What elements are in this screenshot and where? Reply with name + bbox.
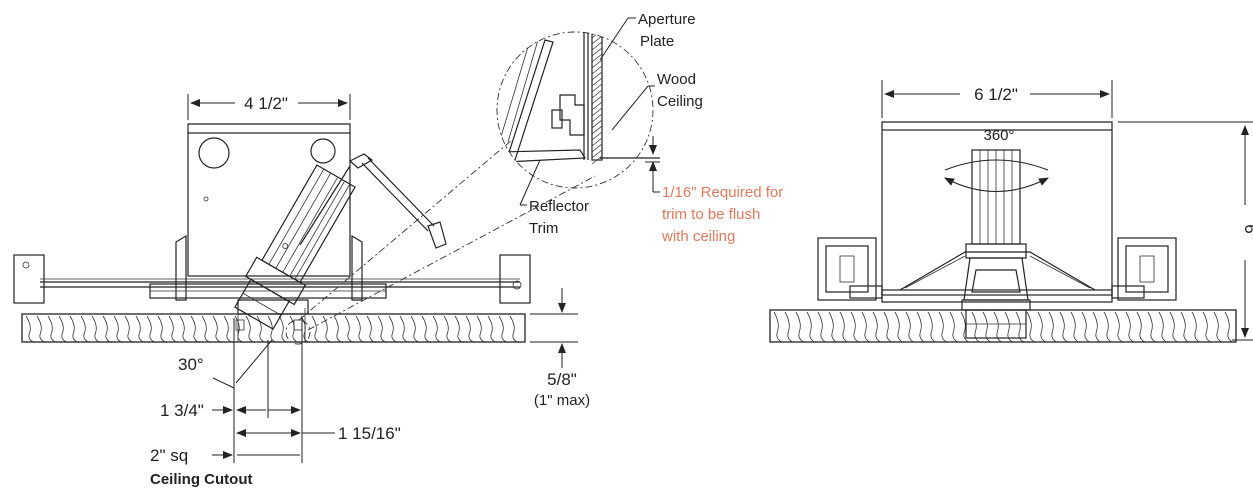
thickness-dimension: 5/8" (1" max)	[530, 288, 590, 409]
left-mounting-rails	[13, 254, 531, 304]
left-lamp-module	[234, 164, 356, 330]
detail-callout-circle-small	[285, 319, 311, 345]
left-housing	[149, 123, 387, 301]
dim-1-15-16-label: 1 15/16"	[338, 424, 401, 443]
thickness-label: 5/8"	[547, 370, 577, 389]
wood-ceiling-label-2: Ceiling	[657, 93, 703, 110]
cutout-sq-label: 2" sq	[150, 446, 188, 465]
rotation-label: 360°	[983, 127, 1014, 144]
left-view: 4 1/2" 5/8" (1" max) 30° 1 3/4" 1 15/1	[13, 94, 596, 488]
reflector-trim-label-1: Reflector	[529, 198, 589, 215]
detail-view: Aperture Plate Wood Ceiling Reflector Tr…	[496, 11, 783, 245]
flush-note-line-1: 1/16" Required for	[662, 184, 783, 201]
dim-1-3-4-label: 1 3/4"	[160, 401, 204, 420]
width-dimension-right: 6 1/2"	[881, 80, 1113, 118]
reflector-trim-label-2: Trim	[529, 220, 558, 237]
angle-label: 30°	[178, 355, 204, 374]
left-trim	[235, 299, 309, 342]
right-view: 360° 6 1/2" 6"	[769, 80, 1253, 343]
right-ceiling-board	[769, 309, 1237, 343]
right-lamp-module	[961, 149, 1031, 339]
cutout-dimensions: 30° 1 3/4" 1 15/16" 2" sq Ceiling Cutout	[150, 318, 401, 488]
right-housing	[881, 121, 1113, 296]
detail-callout-circle	[496, 31, 654, 189]
wood-ceiling-label-1: Wood	[657, 71, 696, 88]
aperture-plate-label-2: Plate	[640, 33, 674, 50]
rotation-indicator: 360°	[944, 127, 1049, 192]
cutout-title: Ceiling Cutout	[150, 471, 252, 488]
right-brackets	[817, 237, 1177, 301]
width-label-left: 4 1/2"	[244, 94, 288, 113]
width-label-right: 6 1/2"	[974, 85, 1018, 104]
flush-note-line-3: with ceiling	[661, 228, 735, 245]
flush-note-line-2: trim to be flush	[662, 206, 760, 223]
aperture-plate-label-1: Aperture	[638, 11, 696, 28]
width-dimension-left: 4 1/2"	[187, 94, 351, 120]
left-ceiling-board	[21, 313, 526, 343]
height-dimension: 6"	[1118, 121, 1253, 341]
thickness-max-label: (1" max)	[534, 392, 590, 409]
height-label: 6"	[1241, 224, 1253, 240]
left-support-arm	[299, 153, 447, 249]
